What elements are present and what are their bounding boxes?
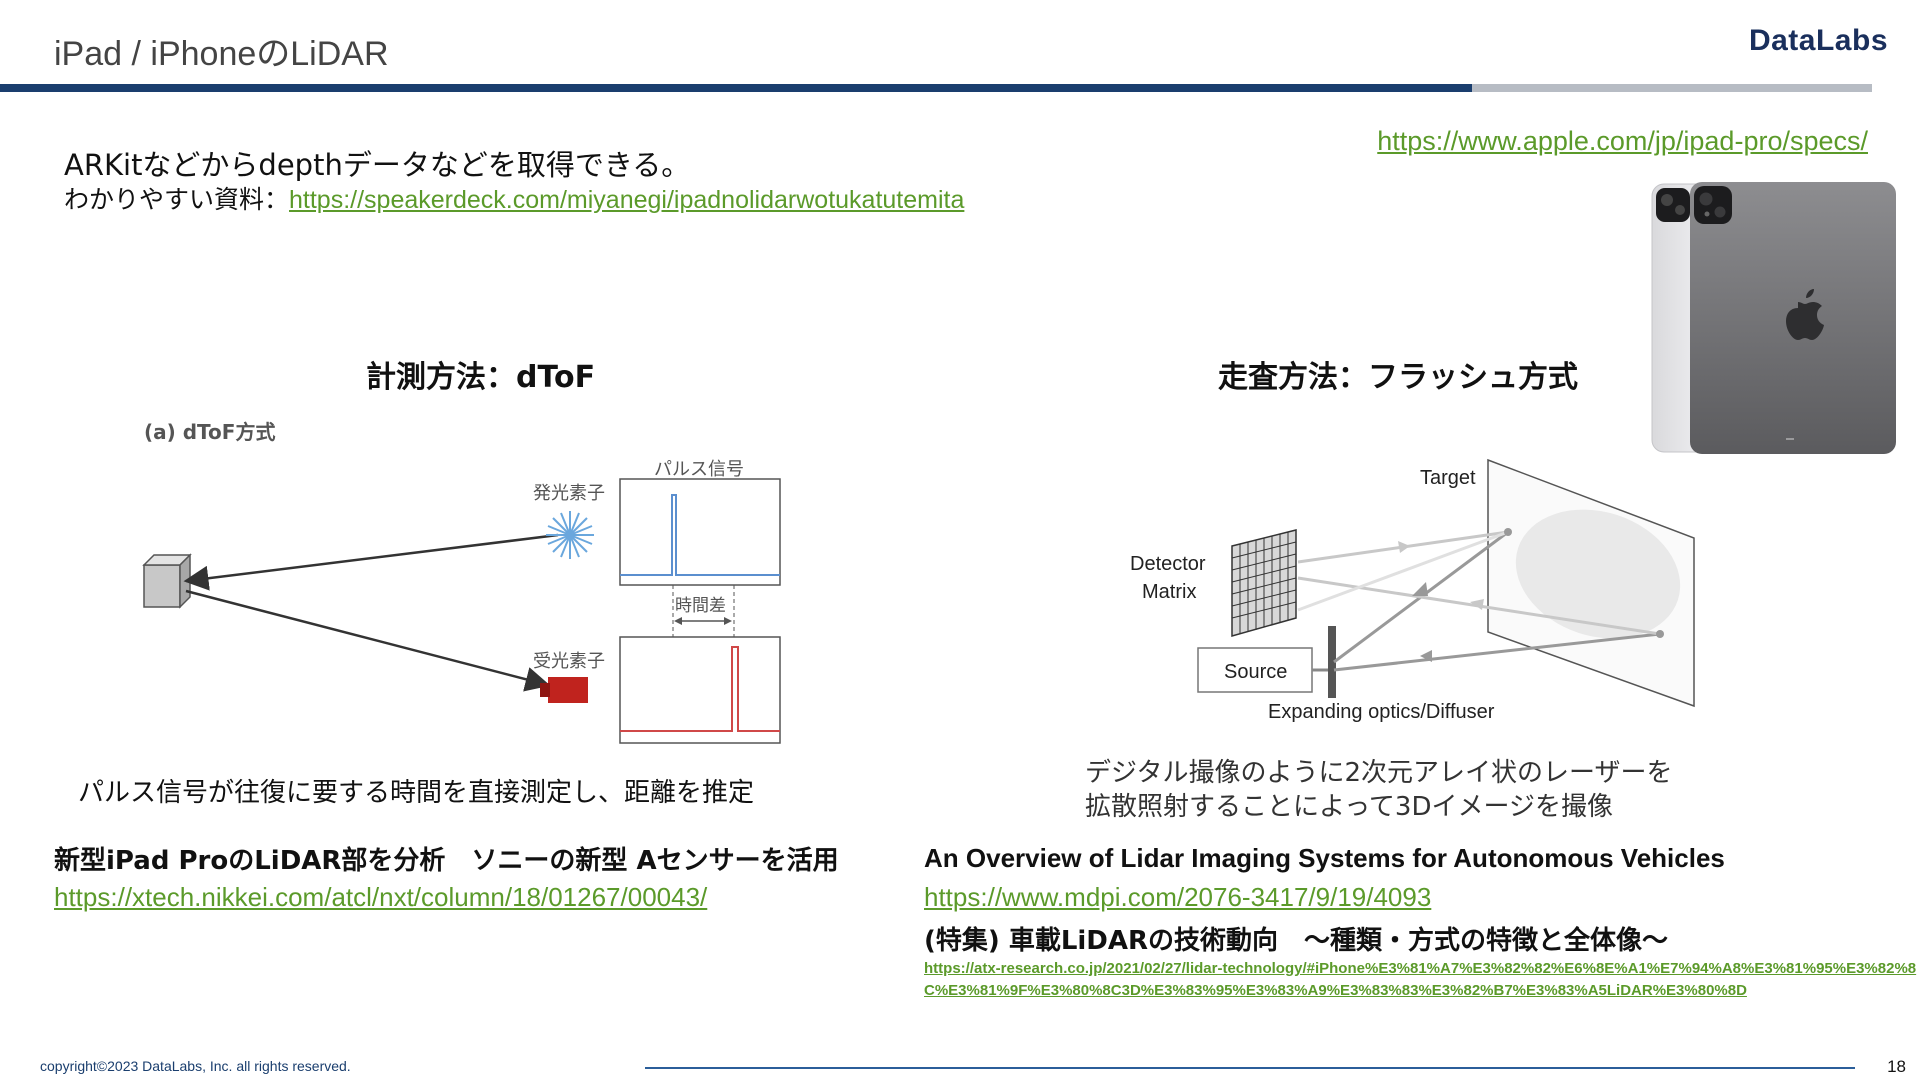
mdpi-link[interactable]: https://www.mdpi.com/2076-3417/9/19/4093 <box>924 882 1432 912</box>
page-number: 18 <box>1887 1057 1906 1076</box>
brand-logo: DataLabs <box>1748 24 1888 57</box>
measurement-method-heading: 計測方法：dToF <box>366 360 596 395</box>
dtof-caption: パルス信号が往復に要する時間を直接測定し、距離を推定 <box>78 778 755 808</box>
ipad-pro-image <box>1651 182 1896 454</box>
sensor-cube <box>142 553 192 609</box>
detector-matrix <box>1231 529 1297 637</box>
emitter-burst <box>546 511 594 559</box>
header-divider-secondary <box>1472 84 1872 92</box>
receiver-label: 受光素子 <box>533 651 605 672</box>
reference-title: (特集) 車載LiDARの技術動向 ～種類・方式の特徴と全体像～ <box>924 926 1669 956</box>
pulse-signal-label: パルス信号 <box>654 459 744 480</box>
intro-reference: わかりやすい資料：https://speakerdeck.com/miyaneg… <box>64 180 964 216</box>
scanning-method-heading: 走査方法：フラッシュ方式 <box>1218 360 1578 395</box>
source-label: Source <box>1224 661 1287 683</box>
detector-label-1: Detector <box>1130 553 1206 575</box>
page-title: iPad / iPhoneのLiDAR <box>54 35 389 73</box>
atx-research-link[interactable]: https://atx-research.co.jp/2021/02/27/li… <box>924 960 1917 999</box>
copyright-notice: copyright©2023 DataLabs, Inc. all rights… <box>40 1058 351 1074</box>
target-label: Target <box>1420 467 1476 489</box>
dtof-diagram: (a) dToF方式 パルス信号 発光素子 受光素子 時間差 <box>142 420 781 744</box>
reference-title: 新型iPad ProのLiDAR部を分析 ソニーの新型 Aセンサーを活用 <box>54 846 839 876</box>
time-difference-label: 時間差 <box>675 596 726 616</box>
reference-title: An Overview of Lidar Imaging Systems for… <box>924 843 1725 873</box>
dtof-diagram-caption: (a) dToF方式 <box>144 420 275 444</box>
header-divider-primary <box>0 84 1472 92</box>
speakerdeck-link[interactable]: https://speakerdeck.com/miyanegi/ipadnol… <box>289 186 965 214</box>
flash-caption-line-2: 拡散照射することによって3Dイメージを撮像 <box>1085 792 1613 822</box>
flash-lidar-diagram: Target Detector Matrix Expanding optics/… <box>1130 458 1695 723</box>
footer-divider <box>645 1067 1855 1069</box>
apple-specs-link[interactable]: https://www.apple.com/jp/ipad-pro/specs/ <box>1377 126 1868 156</box>
receiver-block <box>540 677 588 703</box>
intro-reference-label: わかりやすい資料： <box>64 185 290 214</box>
flash-caption-line-1: デジタル撮像のように2次元アレイ状のレーザーを <box>1085 758 1673 788</box>
intro-text: ARKitなどからdepthデータなどを取得できる。 <box>64 148 691 182</box>
expanding-optics-label: Expanding optics/Diffuser <box>1268 701 1495 723</box>
flash-caption: デジタル撮像のように2次元アレイ状のレーザーを 拡散照射することによって3Dイメ… <box>1085 756 1673 824</box>
detector-label-2: Matrix <box>1142 581 1196 603</box>
nikkei-link[interactable]: https://xtech.nikkei.com/atcl/nxt/column… <box>54 882 708 912</box>
emitter-label: 発光素子 <box>533 483 605 504</box>
